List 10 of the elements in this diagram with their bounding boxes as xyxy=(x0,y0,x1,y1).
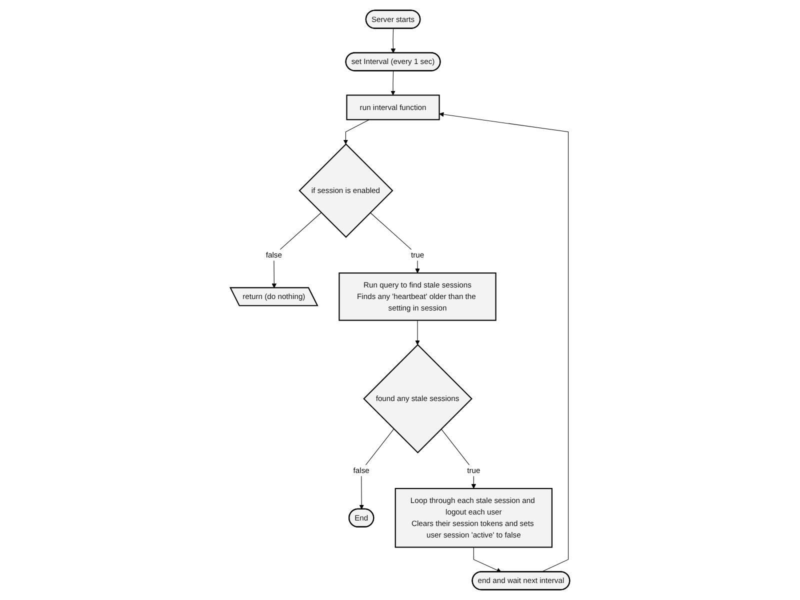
arrow xyxy=(272,212,322,288)
arrow xyxy=(440,428,476,489)
arrow xyxy=(370,212,420,274)
arrow xyxy=(473,546,502,572)
arrow xyxy=(390,28,396,54)
arrow xyxy=(439,112,569,572)
arrow xyxy=(390,70,396,96)
arrow xyxy=(343,119,370,144)
arrow xyxy=(415,320,420,345)
arrow xyxy=(359,428,394,510)
